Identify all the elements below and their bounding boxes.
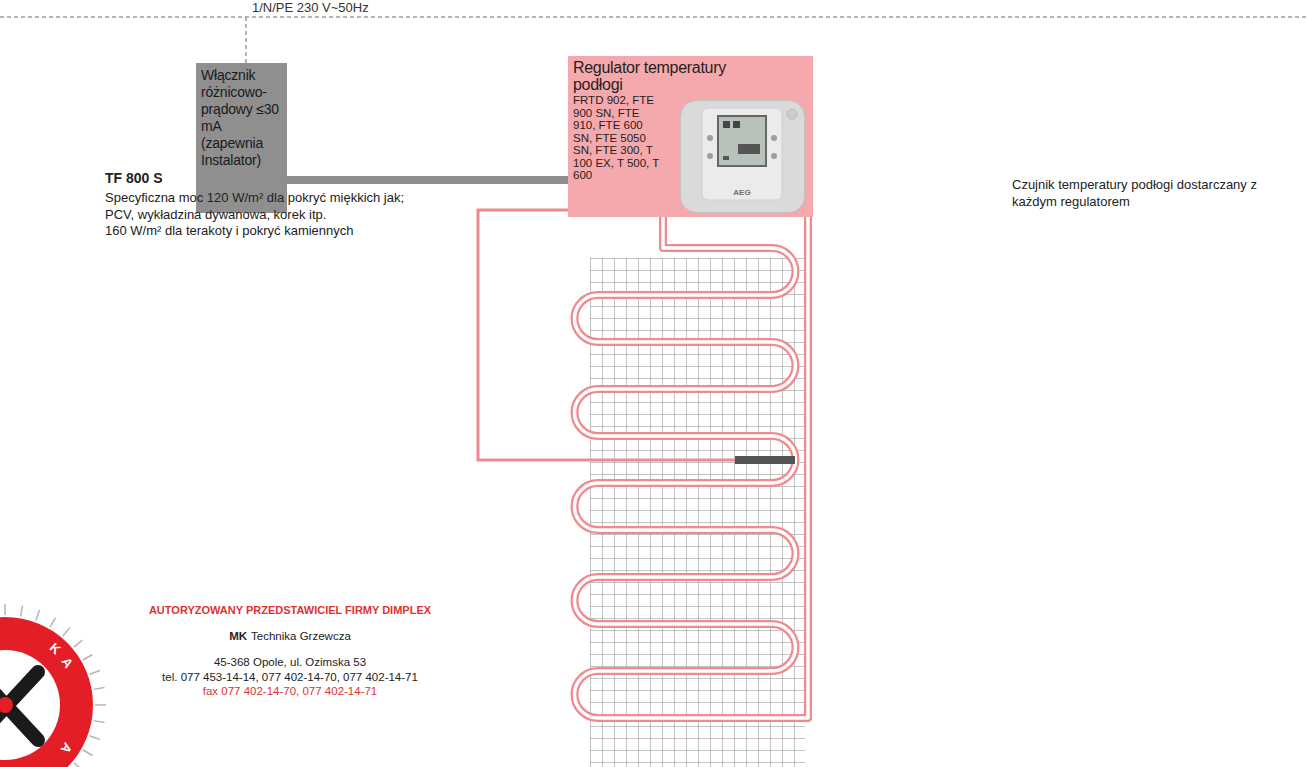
phone-line: tel. 077 453-14-14, 077 402-14-70, 077 4… [162, 670, 418, 684]
logo-letter: A [57, 740, 75, 757]
brand-mark: AEG [733, 188, 750, 198]
power-cable [287, 176, 568, 184]
logo-ray [21, 606, 23, 617]
logo-ray [63, 628, 70, 636]
supply-label: 1/N/PE 230 V~50Hz [252, 0, 369, 16]
address-line: 45-368 Opole, ul. Ozimska 53 [214, 655, 366, 669]
sensor-note: Czujnik temperatury podłogi dostarczany … [1012, 176, 1302, 210]
dealer-heading: AUTORYZOWANY PRZEDSTAWICIEL FIRMY DIMPLE… [149, 604, 431, 617]
logo-ring [0, 617, 93, 767]
logo-ray [83, 655, 93, 661]
fax-line: fax 077 402-14-70, 077 402-14-71 [203, 684, 378, 698]
logo-ray [94, 721, 105, 723]
power-note: 160 W/m² dla terakoty i pokryć kamiennyc… [105, 223, 354, 239]
logo-hub [0, 697, 13, 713]
product-name: TF 800 S [105, 170, 163, 187]
heating-mat-grid [590, 258, 805, 767]
power-note: Specyficzna moc 120 W/m² dla pokryć mięk… [105, 189, 405, 223]
logo-ray [90, 736, 100, 740]
company-logo [0, 604, 106, 767]
supply-line [0, 16, 1308, 18]
logo-letter: K [46, 640, 64, 658]
logo-ray [4, 604, 6, 615]
supply-drop [245, 17, 247, 63]
company-initials: MK [229, 629, 247, 643]
heating-cable [575, 217, 809, 718]
model-list: FRTD 902, FTE 900 SN, FTE 910, FTE 600 S… [573, 94, 665, 182]
box-heading: Włącznik różnicowo-prądowy ≤30 mA (zapew… [201, 67, 282, 169]
logo-tool [0, 672, 38, 740]
cable-outline [575, 217, 809, 718]
controller-box: Regulator temperatury podłogiFRTD 902, F… [568, 56, 813, 217]
logo-ray [74, 763, 82, 767]
logo-ray [95, 704, 106, 706]
logo-ray [83, 750, 93, 756]
logo-ray [36, 610, 40, 620]
sensor-wire [478, 210, 735, 460]
logo-ray [94, 687, 105, 689]
box-heading: Regulator temperatury podłogi [573, 59, 773, 93]
floor-sensor [478, 210, 795, 464]
logo-center [0, 650, 60, 760]
logo-ray [74, 640, 82, 647]
sensor-probe [735, 456, 795, 464]
logo-ray [90, 670, 100, 674]
cable-core [575, 217, 809, 718]
logo-ray [50, 618, 56, 628]
logo-letter: A [58, 655, 77, 672]
company-name: Technika Grzewcza [251, 629, 351, 643]
logo-rays [0, 604, 106, 767]
logo-tool [0, 672, 38, 740]
